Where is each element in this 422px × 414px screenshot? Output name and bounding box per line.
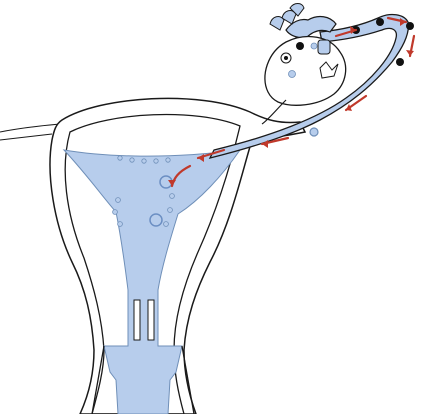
follicle [311, 43, 317, 49]
follicle [289, 71, 296, 78]
corpus-luteum [318, 40, 330, 54]
left-ligament-line-2 [0, 134, 52, 140]
oocyte [396, 58, 404, 66]
left-ligament-line [0, 124, 60, 132]
oocyte [376, 18, 384, 26]
oocyte [406, 22, 414, 30]
follicle-oocyte [284, 56, 288, 60]
embryo [310, 128, 318, 136]
implanting-blastocyst [150, 214, 162, 226]
follicle [296, 42, 304, 50]
